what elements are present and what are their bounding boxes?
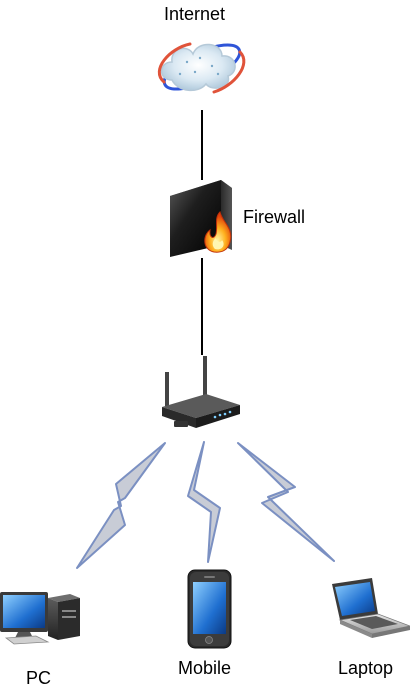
mobile-label: Mobile [178, 658, 232, 678]
desktop-pc-icon [0, 592, 80, 645]
wireless-link-laptop [237, 442, 335, 562]
wireless-router-icon [162, 356, 240, 428]
laptop-icon [332, 578, 410, 638]
laptop-label: Laptop [338, 658, 394, 678]
internet-label: Internet [164, 4, 226, 24]
wireless-link-mobile [187, 441, 221, 563]
cloud-globe-icon [157, 42, 246, 94]
pc-label: PC [26, 668, 52, 688]
firewall-label: Firewall [243, 207, 306, 227]
smartphone-icon [187, 569, 232, 649]
wireless-link-pc [76, 442, 166, 569]
firewall-icon [170, 180, 232, 257]
